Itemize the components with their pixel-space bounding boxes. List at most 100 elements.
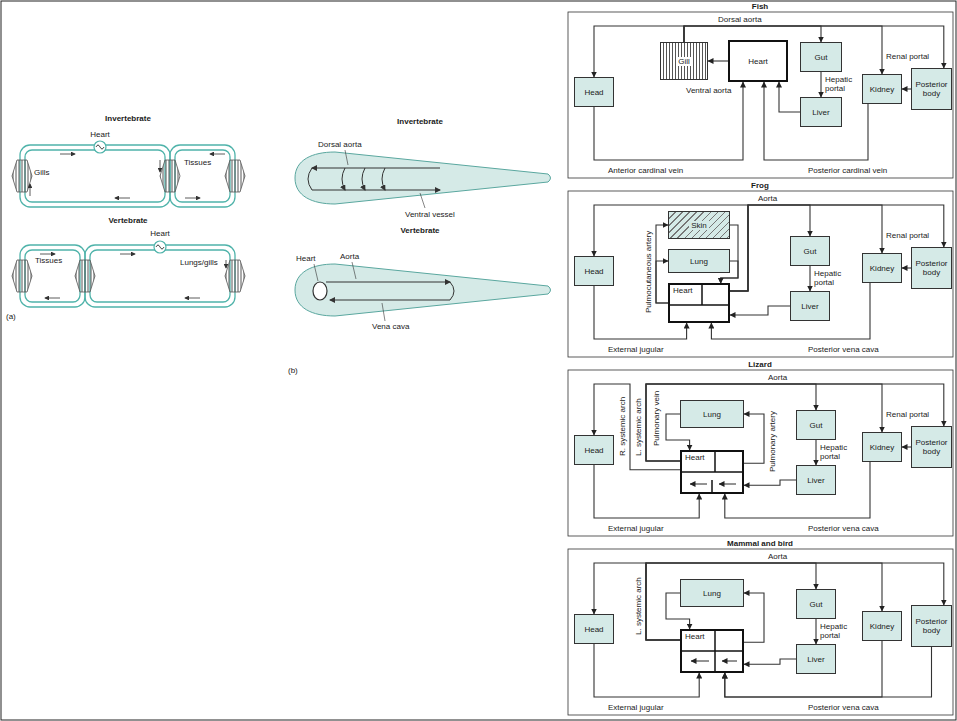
text-label: Anterior cardinal vein	[608, 166, 683, 175]
box-label: Gut	[815, 53, 828, 62]
kidney-box: Kidney	[862, 253, 902, 283]
heart-pump-circle	[94, 141, 106, 153]
box-label: Kidney	[870, 85, 894, 94]
body-box: Posterior body	[911, 68, 952, 110]
text-label: Dorsal aorta	[318, 140, 362, 149]
box-label: Gut	[804, 247, 817, 256]
text-label: Renal portal	[886, 410, 929, 419]
panel-title: Vertebrate	[108, 216, 147, 225]
lung-box: Lung	[668, 249, 730, 273]
heart-pump-circle	[154, 241, 166, 253]
box-label: Skin	[689, 221, 709, 230]
chamber-flow-arrow	[722, 661, 737, 662]
connecting-vessel	[308, 168, 312, 190]
heart-box: Heart	[680, 629, 744, 673]
text-label: External jugular	[608, 703, 664, 712]
gut-box: Gut	[796, 589, 836, 619]
text-label: Hepatic portal	[820, 622, 854, 640]
leader-line	[352, 262, 356, 279]
vessel-connector	[744, 414, 764, 463]
panel-title: Invertebrate	[397, 117, 443, 126]
heart-pump	[154, 241, 166, 253]
heart-box: Heart	[668, 283, 730, 323]
gill-organ	[12, 160, 32, 192]
liver-box: Liver	[790, 291, 830, 321]
frog-frame	[568, 191, 953, 357]
heart-box: Heart	[680, 450, 744, 494]
body-box: Posterior body	[911, 247, 952, 289]
flow-arrows	[30, 154, 225, 198]
vessel-connector	[744, 593, 764, 642]
text-label: Gills	[34, 168, 50, 177]
lung-organ	[225, 260, 245, 292]
panel-title: Mammal and bird	[727, 539, 793, 548]
box-label: Head	[584, 625, 603, 634]
vessel-connector	[815, 619, 816, 644]
vessel-label: Pulmonary artery	[768, 411, 777, 472]
flow-arrows	[40, 254, 226, 298]
box-label: Lung	[703, 410, 721, 419]
vessel-label: L. systemic arch	[634, 577, 643, 635]
text-label: Renal portal	[886, 52, 929, 61]
box-label: Kidney	[870, 622, 894, 631]
loop-outer	[85, 245, 235, 307]
body-outline	[295, 264, 551, 316]
body-box: Posterior body	[911, 605, 952, 647]
invertebrate-vessels	[308, 150, 440, 208]
chamber-flow-arrow	[690, 484, 707, 485]
vessel-connector	[594, 82, 743, 160]
text-label: Tissues	[184, 158, 211, 167]
box-label: Heart	[685, 453, 705, 462]
flow-arrow	[45, 298, 60, 299]
ventral-vessel	[312, 190, 440, 191]
box-label: Posterior body	[915, 259, 948, 277]
vessel-label: L. systemic arch	[634, 398, 643, 456]
text-label: Hepatic portal	[825, 75, 859, 93]
heart-septum	[682, 471, 742, 473]
text-label: (b)	[288, 366, 298, 375]
box-label: Gut	[810, 421, 823, 430]
text-label: Heart	[150, 229, 170, 238]
vessel-connector	[744, 480, 796, 485]
kidney-box: Kidney	[862, 432, 902, 462]
kidney-box: Kidney	[862, 611, 902, 641]
heart-pump-wave	[156, 245, 164, 249]
text-label: Lungs/gills	[180, 258, 218, 267]
box-label: Head	[584, 267, 603, 276]
vessel-connector	[656, 225, 668, 303]
tissue-organ	[225, 160, 245, 192]
heart-septum	[682, 650, 742, 652]
box-label: Heart	[748, 57, 768, 66]
loop-inner	[25, 150, 165, 202]
text-label: (a)	[6, 312, 16, 321]
gut-box: Gut	[796, 410, 836, 440]
vessel-connector	[730, 306, 790, 315]
liver-box: Liver	[796, 465, 836, 495]
box-label: Head	[584, 446, 603, 455]
box-label: Heart	[673, 286, 693, 295]
heart-septum	[714, 631, 716, 671]
vessel-connector	[725, 462, 870, 518]
tissue-organ	[160, 160, 180, 192]
heart-pump	[94, 141, 106, 153]
chamber-flow-arrow	[719, 484, 736, 485]
text-label: Posterior vena cava	[808, 345, 879, 354]
vessel-connector	[820, 72, 821, 97]
text-label: Ventral vessel	[405, 210, 455, 219]
vessel-connector	[902, 267, 911, 268]
vessel-label: R. systemic arch	[618, 397, 627, 456]
leader-line	[382, 303, 385, 321]
skin-box: Skin	[668, 211, 730, 239]
invertebrate-loop	[20, 145, 235, 207]
box-label: Posterior body	[915, 80, 948, 98]
lung-box: Lung	[680, 579, 744, 607]
panel-title: Invertebrate	[105, 114, 151, 123]
body-outline	[295, 152, 551, 204]
vessel-connector	[779, 82, 800, 112]
vertebrate-vessels	[313, 262, 454, 321]
vessel-connector	[730, 205, 882, 291]
flow-arrow	[210, 154, 225, 155]
flow-arrow	[120, 254, 135, 255]
box-label: Lung	[690, 257, 708, 266]
gill-box: Gill	[660, 42, 708, 80]
